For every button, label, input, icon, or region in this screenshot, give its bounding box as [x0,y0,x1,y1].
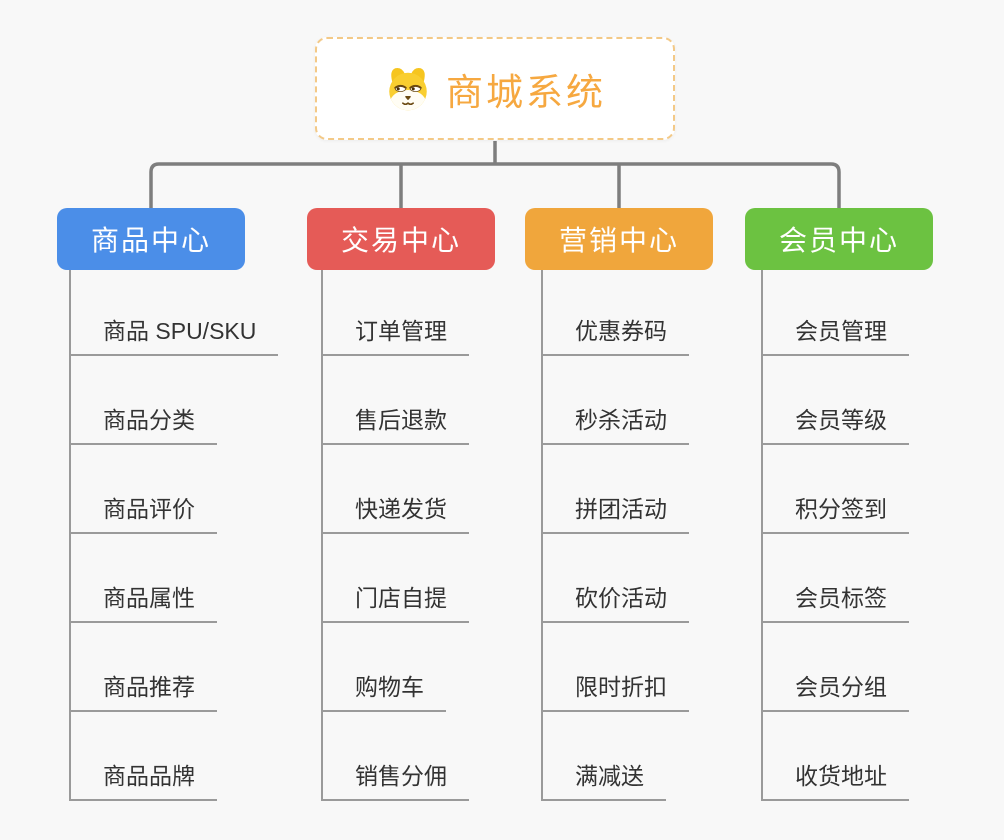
branch-stem-line [761,270,763,801]
leaf-item[interactable]: 砍价活动 [541,583,689,623]
root-title: 商城系统 [446,71,606,113]
leaf-item[interactable]: 积分签到 [761,494,909,534]
leaf-item[interactable]: 商品推荐 [69,672,217,712]
leaf-item[interactable]: 拼团活动 [541,494,689,534]
dog-icon [389,68,427,111]
root-node[interactable]: 商城系统 [315,37,675,140]
leaf-item[interactable]: 满减送 [541,761,666,801]
leaf-item[interactable]: 会员管理 [761,316,909,356]
branch-node-member-center[interactable]: 会员中心 [745,208,933,270]
leaf-item[interactable]: 优惠券码 [541,316,689,356]
branch-stem-line [321,270,323,801]
leaf-item[interactable]: 商品属性 [69,583,217,623]
leaf-item[interactable]: 购物车 [321,672,446,712]
leaf-item[interactable]: 销售分佣 [321,761,469,801]
leaf-item[interactable]: 限时折扣 [541,672,689,712]
leaf-item[interactable]: 商品分类 [69,405,217,445]
leaf-item[interactable]: 门店自提 [321,583,469,623]
leaf-item[interactable]: 会员等级 [761,405,909,445]
branch-bus-line [149,162,841,208]
branch-stem-line [69,270,71,801]
branch-node-trade-center[interactable]: 交易中心 [307,208,495,270]
leaf-item[interactable]: 商品品牌 [69,761,217,801]
leaf-item[interactable]: 收货地址 [761,761,909,801]
branch-node-product-center[interactable]: 商品中心 [57,208,245,270]
leaf-item[interactable]: 快递发货 [321,494,469,534]
leaf-item[interactable]: 秒杀活动 [541,405,689,445]
leaf-item[interactable]: 商品 SPU/SKU [69,316,279,356]
leaf-item[interactable]: 会员标签 [761,583,909,623]
branch-node-marketing-center[interactable]: 营销中心 [525,208,713,270]
branch-stem-line [541,270,543,801]
leaf-item[interactable]: 会员分组 [761,672,909,712]
leaf-item[interactable]: 订单管理 [321,316,469,356]
leaf-item[interactable]: 售后退款 [321,405,469,445]
leaf-item[interactable]: 商品评价 [69,494,217,534]
